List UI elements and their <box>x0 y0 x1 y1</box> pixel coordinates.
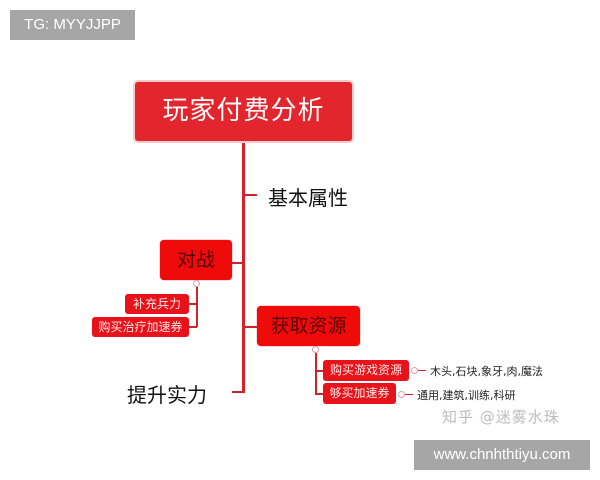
game-resources-dot <box>411 367 418 374</box>
zhihu-watermark: 知乎 @迷雾水珠 <box>442 408 560 426</box>
branch-acquire-resources-node: 获取资源 <box>257 306 360 346</box>
detail-speedup-voucher: 通用,建筑,训练,科研 <box>417 389 516 402</box>
sub-node-replenish-troops: 补充兵力 <box>125 294 189 314</box>
branch-battle-node: 对战 <box>160 240 232 280</box>
bottom-watermark-tag: www.chnhthtiyu.com <box>414 440 590 470</box>
resources-expand-dot <box>312 346 319 353</box>
connector-buy-speedup-voucher <box>315 393 323 395</box>
root-node: 玩家付费分析 <box>133 80 354 143</box>
connector-game-resources-detail <box>418 370 426 371</box>
sub-node-buy-game-resources: 购买游戏资源 <box>323 360 409 381</box>
detail-game-resources: 木头,石块,象牙,肉,魔法 <box>430 365 543 378</box>
battle-expand-dot <box>193 280 200 287</box>
top-watermark-tag: TG: MYYJJPP <box>10 10 135 40</box>
connector-buy-game-resources <box>315 370 323 372</box>
connector-buy-heal-voucher <box>189 326 197 328</box>
resources-sub-trunk <box>315 353 317 394</box>
connector-battle <box>232 262 242 264</box>
branch-improve-strength: 提升实力 <box>127 383 207 407</box>
main-trunk-line <box>242 143 245 393</box>
sub-node-buy-heal-voucher: 购买治疗加速券 <box>92 317 189 337</box>
branch-basic-attributes: 基本属性 <box>268 186 348 210</box>
sub-node-buy-speedup-voucher: 够买加速券 <box>323 383 396 404</box>
speedup-voucher-dot <box>398 391 405 398</box>
connector-improve-strength <box>232 391 244 393</box>
battle-sub-trunk <box>196 287 198 327</box>
connector-speedup-detail <box>405 394 413 395</box>
connector-basic-attributes <box>245 194 257 196</box>
connector-replenish-troops <box>189 303 197 305</box>
connector-acquire-resources <box>245 326 257 328</box>
